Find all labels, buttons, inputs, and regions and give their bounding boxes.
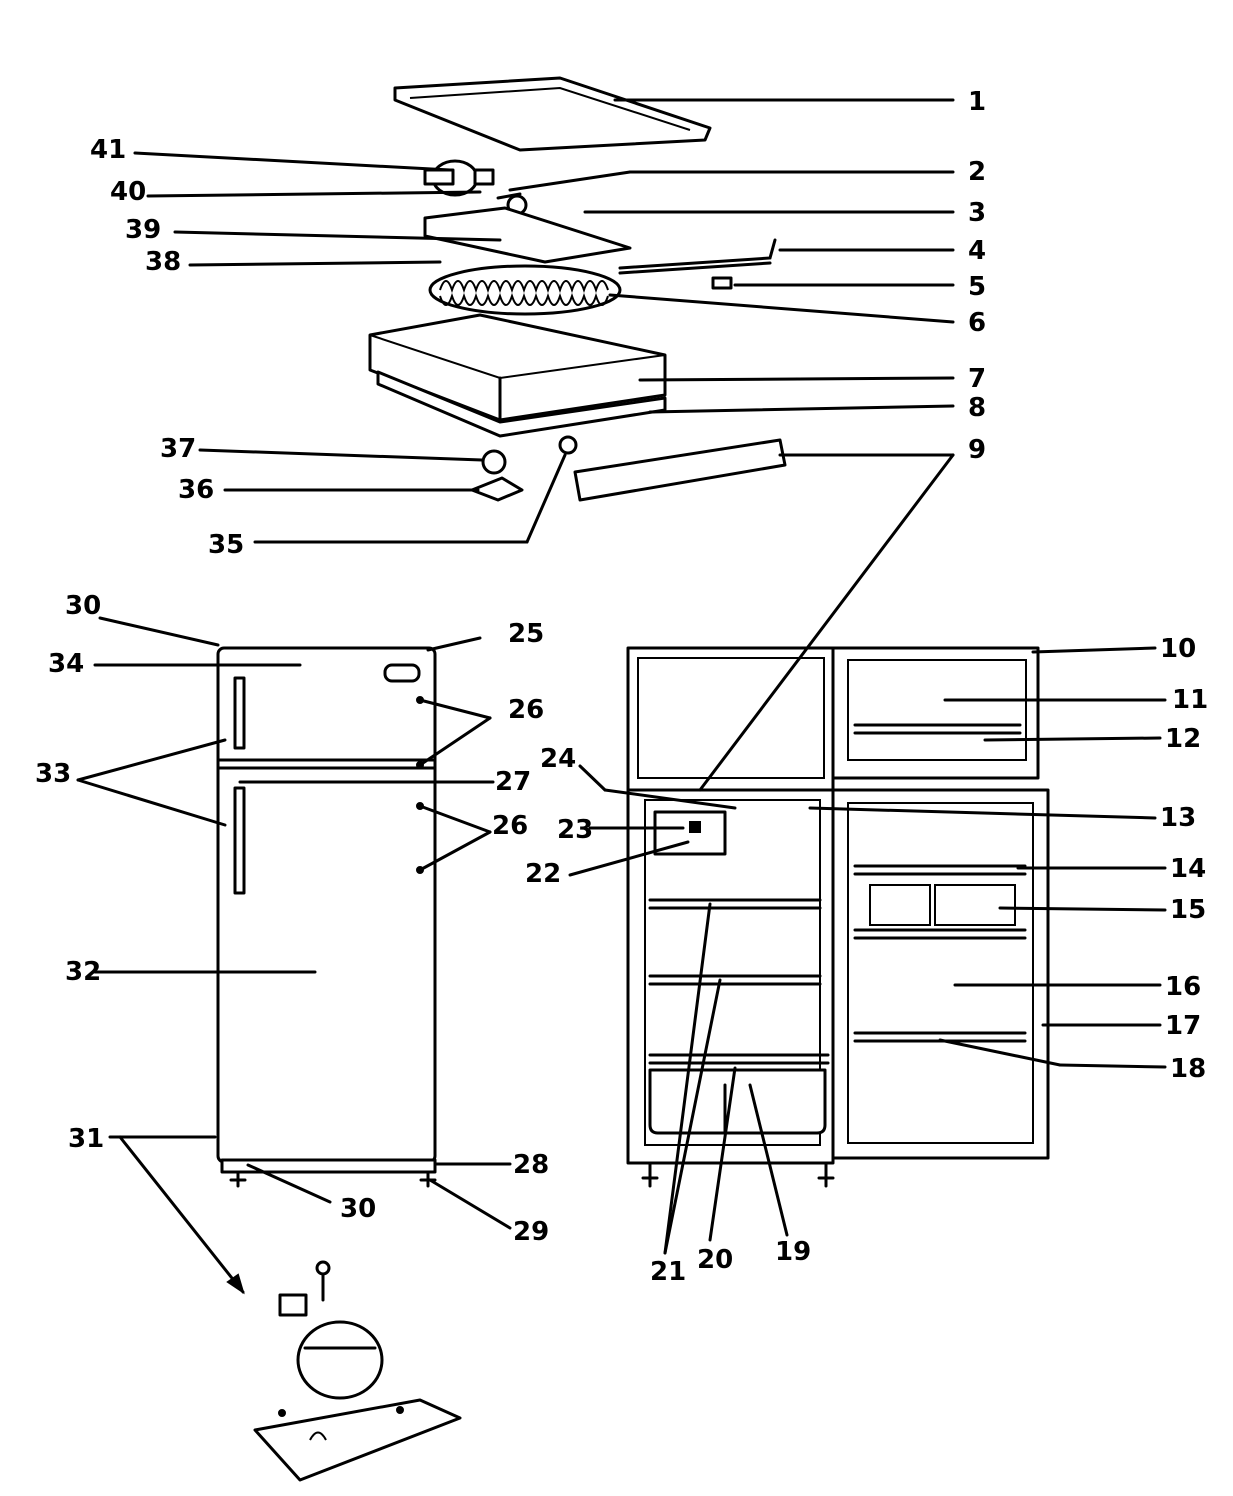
label-33: 33 — [35, 759, 71, 789]
label-39: 39 — [125, 215, 161, 245]
evaporator-tray-part — [368, 313, 667, 422]
label-37: 37 — [160, 434, 196, 464]
label-10: 10 — [1160, 634, 1196, 664]
gasket-part — [470, 476, 524, 502]
label-20: 20 — [697, 1245, 733, 1275]
thermostat-knob-part — [423, 159, 495, 197]
drain-trough-part — [573, 438, 787, 502]
label-4: 4 — [968, 236, 986, 266]
label-11: 11 — [1172, 685, 1208, 715]
label-21: 21 — [650, 1257, 686, 1287]
part-number-labels: 1 2 3 4 5 6 7 8 9 10 11 12 13 14 15 16 1… — [35, 87, 1208, 1287]
label-24: 24 — [540, 744, 576, 774]
top-cover-part — [393, 76, 712, 152]
drain-tube-part — [618, 238, 777, 275]
label-13: 13 — [1160, 803, 1196, 833]
label-18: 18 — [1170, 1054, 1206, 1084]
label-15: 15 — [1170, 895, 1206, 925]
label-27: 27 — [495, 767, 531, 797]
label-22: 22 — [525, 859, 561, 889]
label-12: 12 — [1165, 724, 1201, 754]
label-19: 19 — [775, 1237, 811, 1267]
label-23: 23 — [557, 815, 593, 845]
label-26-upper: 26 — [508, 695, 544, 725]
label-38: 38 — [145, 247, 181, 277]
label-32: 32 — [65, 957, 101, 987]
label-3: 3 — [968, 198, 986, 228]
label-9: 9 — [968, 435, 986, 465]
label-5: 5 — [968, 272, 986, 302]
label-30-lower: 30 — [340, 1194, 376, 1224]
refrigerator-open-view — [626, 646, 1050, 1188]
evaporator-coil-part — [428, 264, 622, 316]
compressor-assembly-part — [253, 1260, 462, 1482]
leader-lines — [76, 98, 1167, 1295]
label-29: 29 — [513, 1217, 549, 1247]
label-26-lower: 26 — [492, 811, 528, 841]
evaporator-cover-part — [423, 206, 632, 264]
label-36: 36 — [178, 475, 214, 505]
label-14: 14 — [1170, 854, 1206, 884]
label-34: 34 — [48, 649, 84, 679]
label-1: 1 — [968, 87, 986, 117]
tray-base-part — [376, 370, 667, 438]
label-7: 7 — [968, 364, 986, 394]
label-35: 35 — [208, 530, 244, 560]
label-28: 28 — [513, 1150, 549, 1180]
label-17: 17 — [1165, 1011, 1201, 1041]
damper-part — [481, 449, 507, 475]
label-41: 41 — [90, 135, 126, 165]
label-25: 25 — [508, 619, 544, 649]
label-31: 31 — [68, 1124, 104, 1154]
label-8: 8 — [968, 393, 986, 423]
label-40: 40 — [110, 177, 146, 207]
label-6: 6 — [968, 308, 986, 338]
label-30-upper: 30 — [65, 591, 101, 621]
refrigerator-closed-view — [216, 646, 437, 1188]
drain-cap-part — [558, 435, 578, 455]
label-16: 16 — [1165, 972, 1201, 1002]
clip-part — [711, 276, 733, 290]
label-2: 2 — [968, 157, 986, 187]
